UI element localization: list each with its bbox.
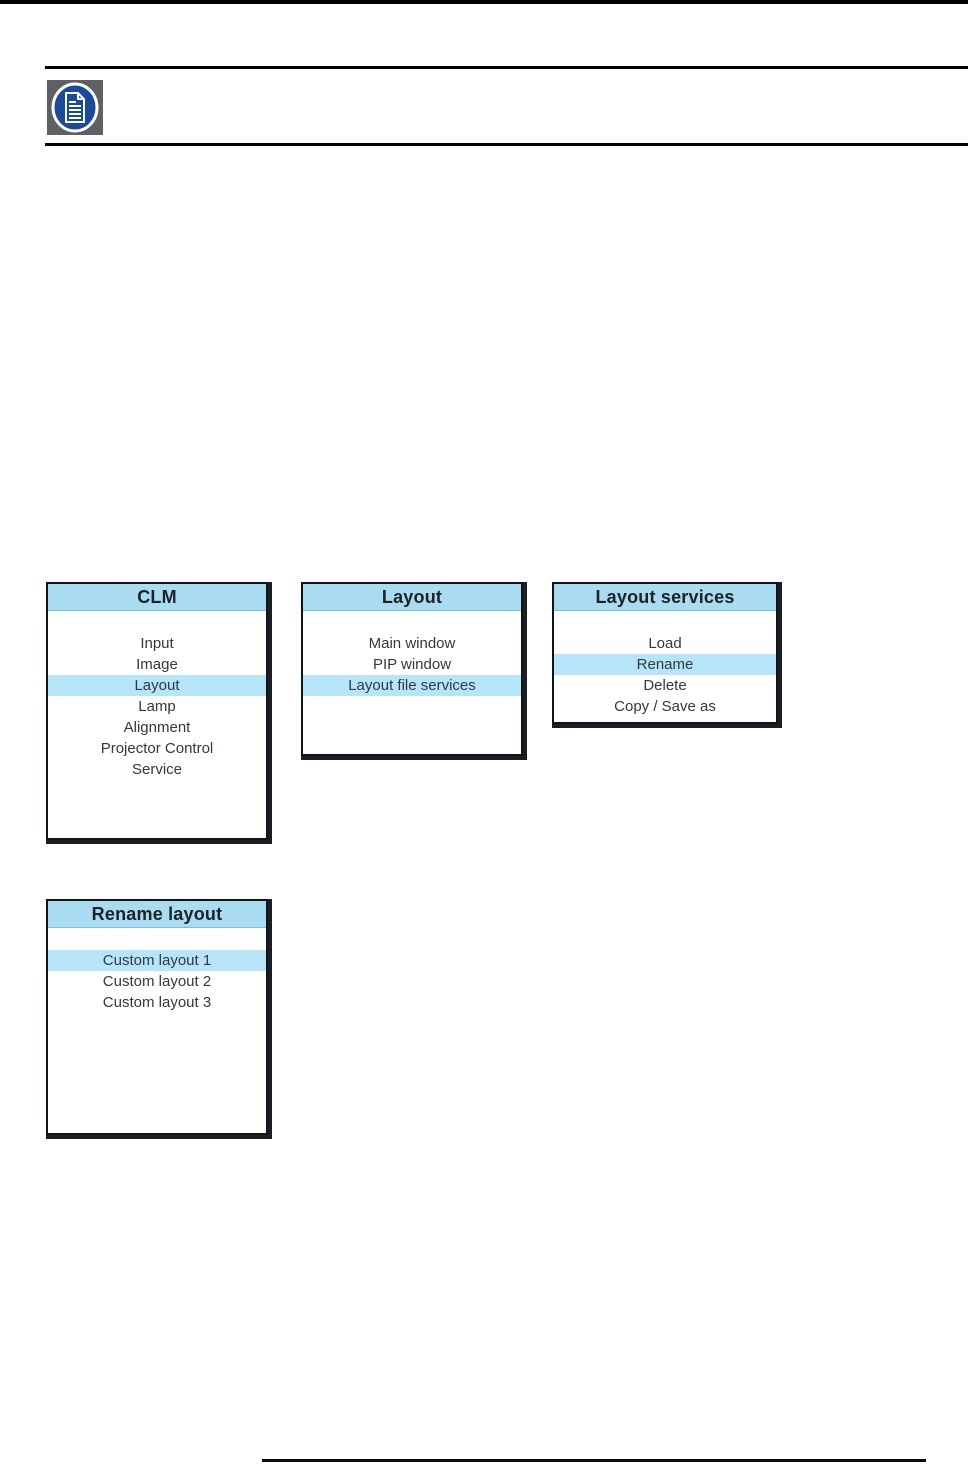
top-rule [0,0,968,4]
menu-window-layout: Layout Main window PIP window Layout fil… [301,582,523,756]
menu-window-clm: CLM Input Image Layout Lamp Alignment Pr… [46,582,268,840]
menu-title-clm: CLM [48,584,266,611]
menu-item-service[interactable]: Service [48,759,266,780]
menu-item-load[interactable]: Load [554,633,776,654]
menu-item-layout-file-services[interactable]: Layout file services [303,675,521,696]
menu-item-main-window[interactable]: Main window [303,633,521,654]
menu-item-copy-save-as[interactable]: Copy / Save as [554,696,776,717]
menu-item-input[interactable]: Input [48,633,266,654]
menu-item-alignment[interactable]: Alignment [48,717,266,738]
header-rule-bottom [45,143,968,146]
menu-spacer [303,611,521,633]
menu-title-layout: Layout [303,584,521,611]
menu-item-image[interactable]: Image [48,654,266,675]
header-rule-top [45,66,968,69]
menu-item-projector-control[interactable]: Projector Control [48,738,266,759]
menu-item-rename[interactable]: Rename [554,654,776,675]
menu-item-lamp[interactable]: Lamp [48,696,266,717]
menu-item-custom-layout-1[interactable]: Custom layout 1 [48,950,266,971]
menu-item-custom-layout-2[interactable]: Custom layout 2 [48,971,266,992]
note-icon [47,80,103,135]
menu-title-rename-layout: Rename layout [48,901,266,928]
menu-spacer [48,611,266,633]
footer-rule [262,1459,926,1462]
menu-item-pip-window[interactable]: PIP window [303,654,521,675]
menu-window-layout-services: Layout services Load Rename Delete Copy … [552,582,778,724]
menu-title-layout-services: Layout services [554,584,776,611]
menu-item-layout[interactable]: Layout [48,675,266,696]
menu-spacer [48,928,266,950]
note-icon-graphic [47,80,103,135]
menu-item-delete[interactable]: Delete [554,675,776,696]
menu-item-custom-layout-3[interactable]: Custom layout 3 [48,992,266,1013]
menu-spacer [554,611,776,633]
menu-window-rename-layout: Rename layout Custom layout 1 Custom lay… [46,899,268,1135]
